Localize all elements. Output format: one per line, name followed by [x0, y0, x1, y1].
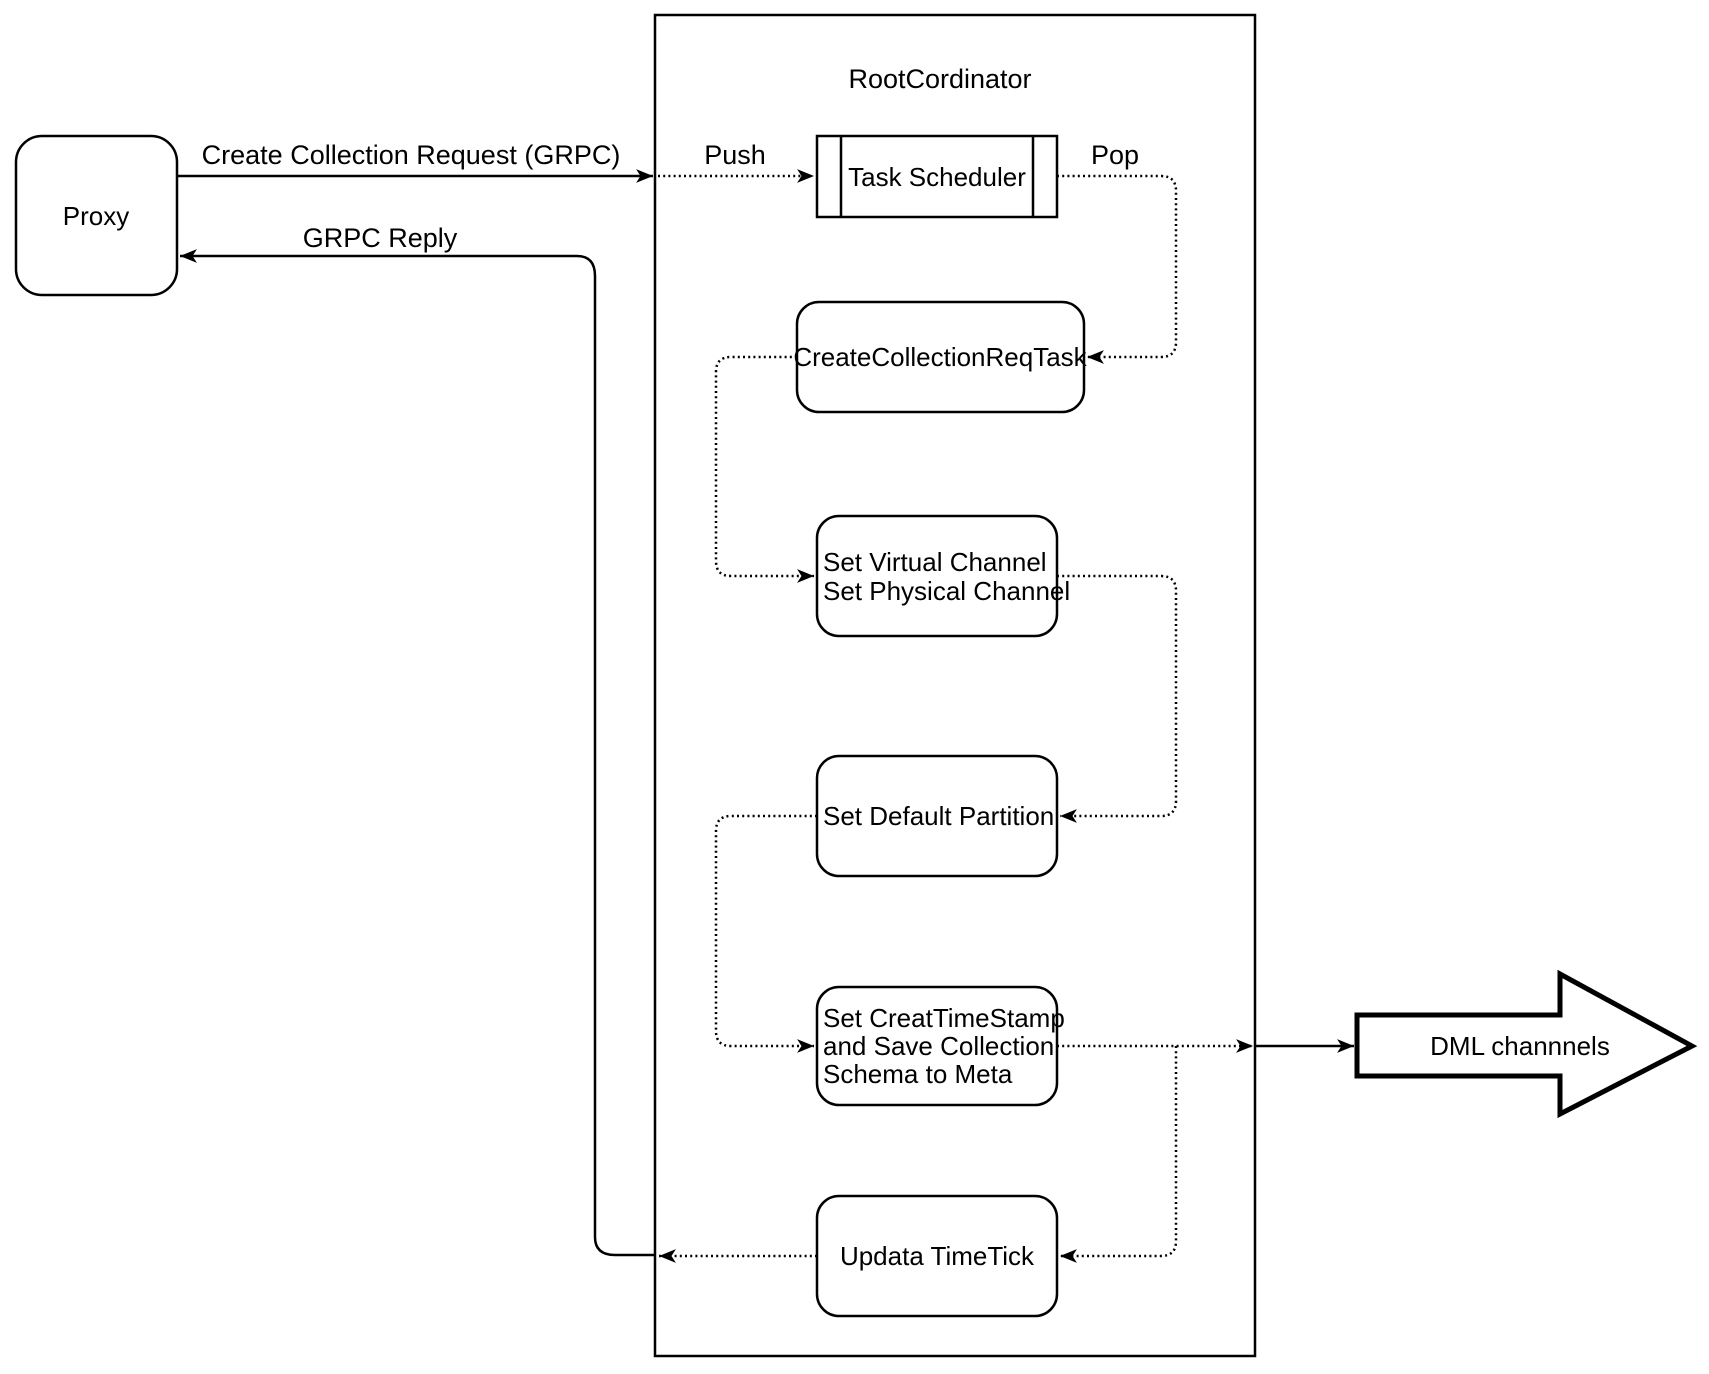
- set-channels-label: Set Virtual Channel Set Physical Channel: [823, 538, 1070, 606]
- task-scheduler-label: Task Scheduler: [848, 162, 1026, 192]
- root-coordinator-container: [653, 13, 1257, 1358]
- edge-reqtask-to-setchannels: [714, 355, 814, 583]
- task-scheduler-node: [815, 134, 1059, 219]
- create-collection-req-task-label: CreateCollectionReqTask: [793, 342, 1087, 372]
- edge-setchannels-to-partition: [1057, 574, 1178, 823]
- grpc-reply-label: GRPC Reply: [303, 223, 458, 253]
- set-timestamp-label: Set CreatTimeStamp and Save Collection S…: [823, 994, 1072, 1089]
- proxy-node: [14, 134, 179, 297]
- pop-label: Pop: [1091, 140, 1139, 170]
- grpc-reply-arrow: [180, 249, 655, 1257]
- set-timestamp-line-1: Set CreatTimeStamp: [823, 1003, 1065, 1033]
- dml-channels-arrow: [1354, 969, 1698, 1119]
- set-timestamp-line-3: Schema to Meta: [823, 1059, 1013, 1089]
- update-timetick-label: Updata TimeTick: [840, 1241, 1035, 1271]
- edge-partition-to-timestamp: [714, 814, 817, 1053]
- push-label: Push: [704, 140, 766, 170]
- root-coordinator-title: RootCordinator: [848, 64, 1031, 94]
- create-collection-request-label: Create Collection Request (GRPC): [202, 140, 621, 170]
- set-channels-line-2: Set Physical Channel: [823, 576, 1070, 606]
- dml-channels-label: DML channnels: [1430, 1031, 1610, 1061]
- set-timestamp-line-2: and Save Collection: [823, 1031, 1054, 1061]
- pop-arrow: [1057, 174, 1178, 364]
- edge-timestamp-to-timetick: [1060, 1046, 1178, 1263]
- set-default-partition-label: Set Default Partition: [823, 801, 1054, 831]
- set-channels-line-1: Set Virtual Channel: [823, 547, 1047, 577]
- proxy-label: Proxy: [63, 201, 129, 231]
